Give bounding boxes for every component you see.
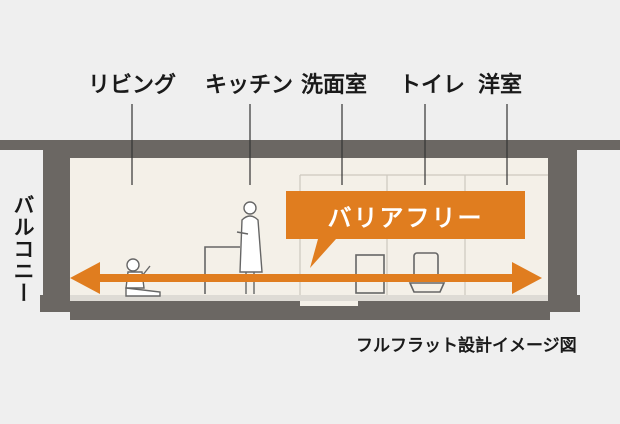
leader-lines	[131, 104, 508, 185]
balcony-label: バルコニー	[11, 194, 35, 304]
room-label-washroom: 洗面室	[301, 73, 368, 98]
standing-person-icon	[236, 201, 263, 294]
barrier-free-label: バリアフリー	[327, 203, 484, 232]
left-wall	[43, 150, 70, 300]
right-wall	[548, 150, 577, 300]
diagram-caption: フルフラット設計イメージ図	[356, 336, 577, 356]
room-label-toilet: トイレ	[399, 73, 466, 98]
room-label-bedroom: 洋室	[478, 73, 523, 98]
roof-slab	[0, 140, 620, 158]
room-label-living: リビング	[88, 73, 177, 98]
barrier-free-callout	[286, 191, 525, 268]
floor-strip	[70, 295, 548, 301]
floor-slab	[40, 295, 580, 320]
double-arrow	[70, 262, 542, 294]
room-label-kitchen: キッチン	[205, 73, 294, 98]
floor-threshold	[300, 301, 358, 306]
